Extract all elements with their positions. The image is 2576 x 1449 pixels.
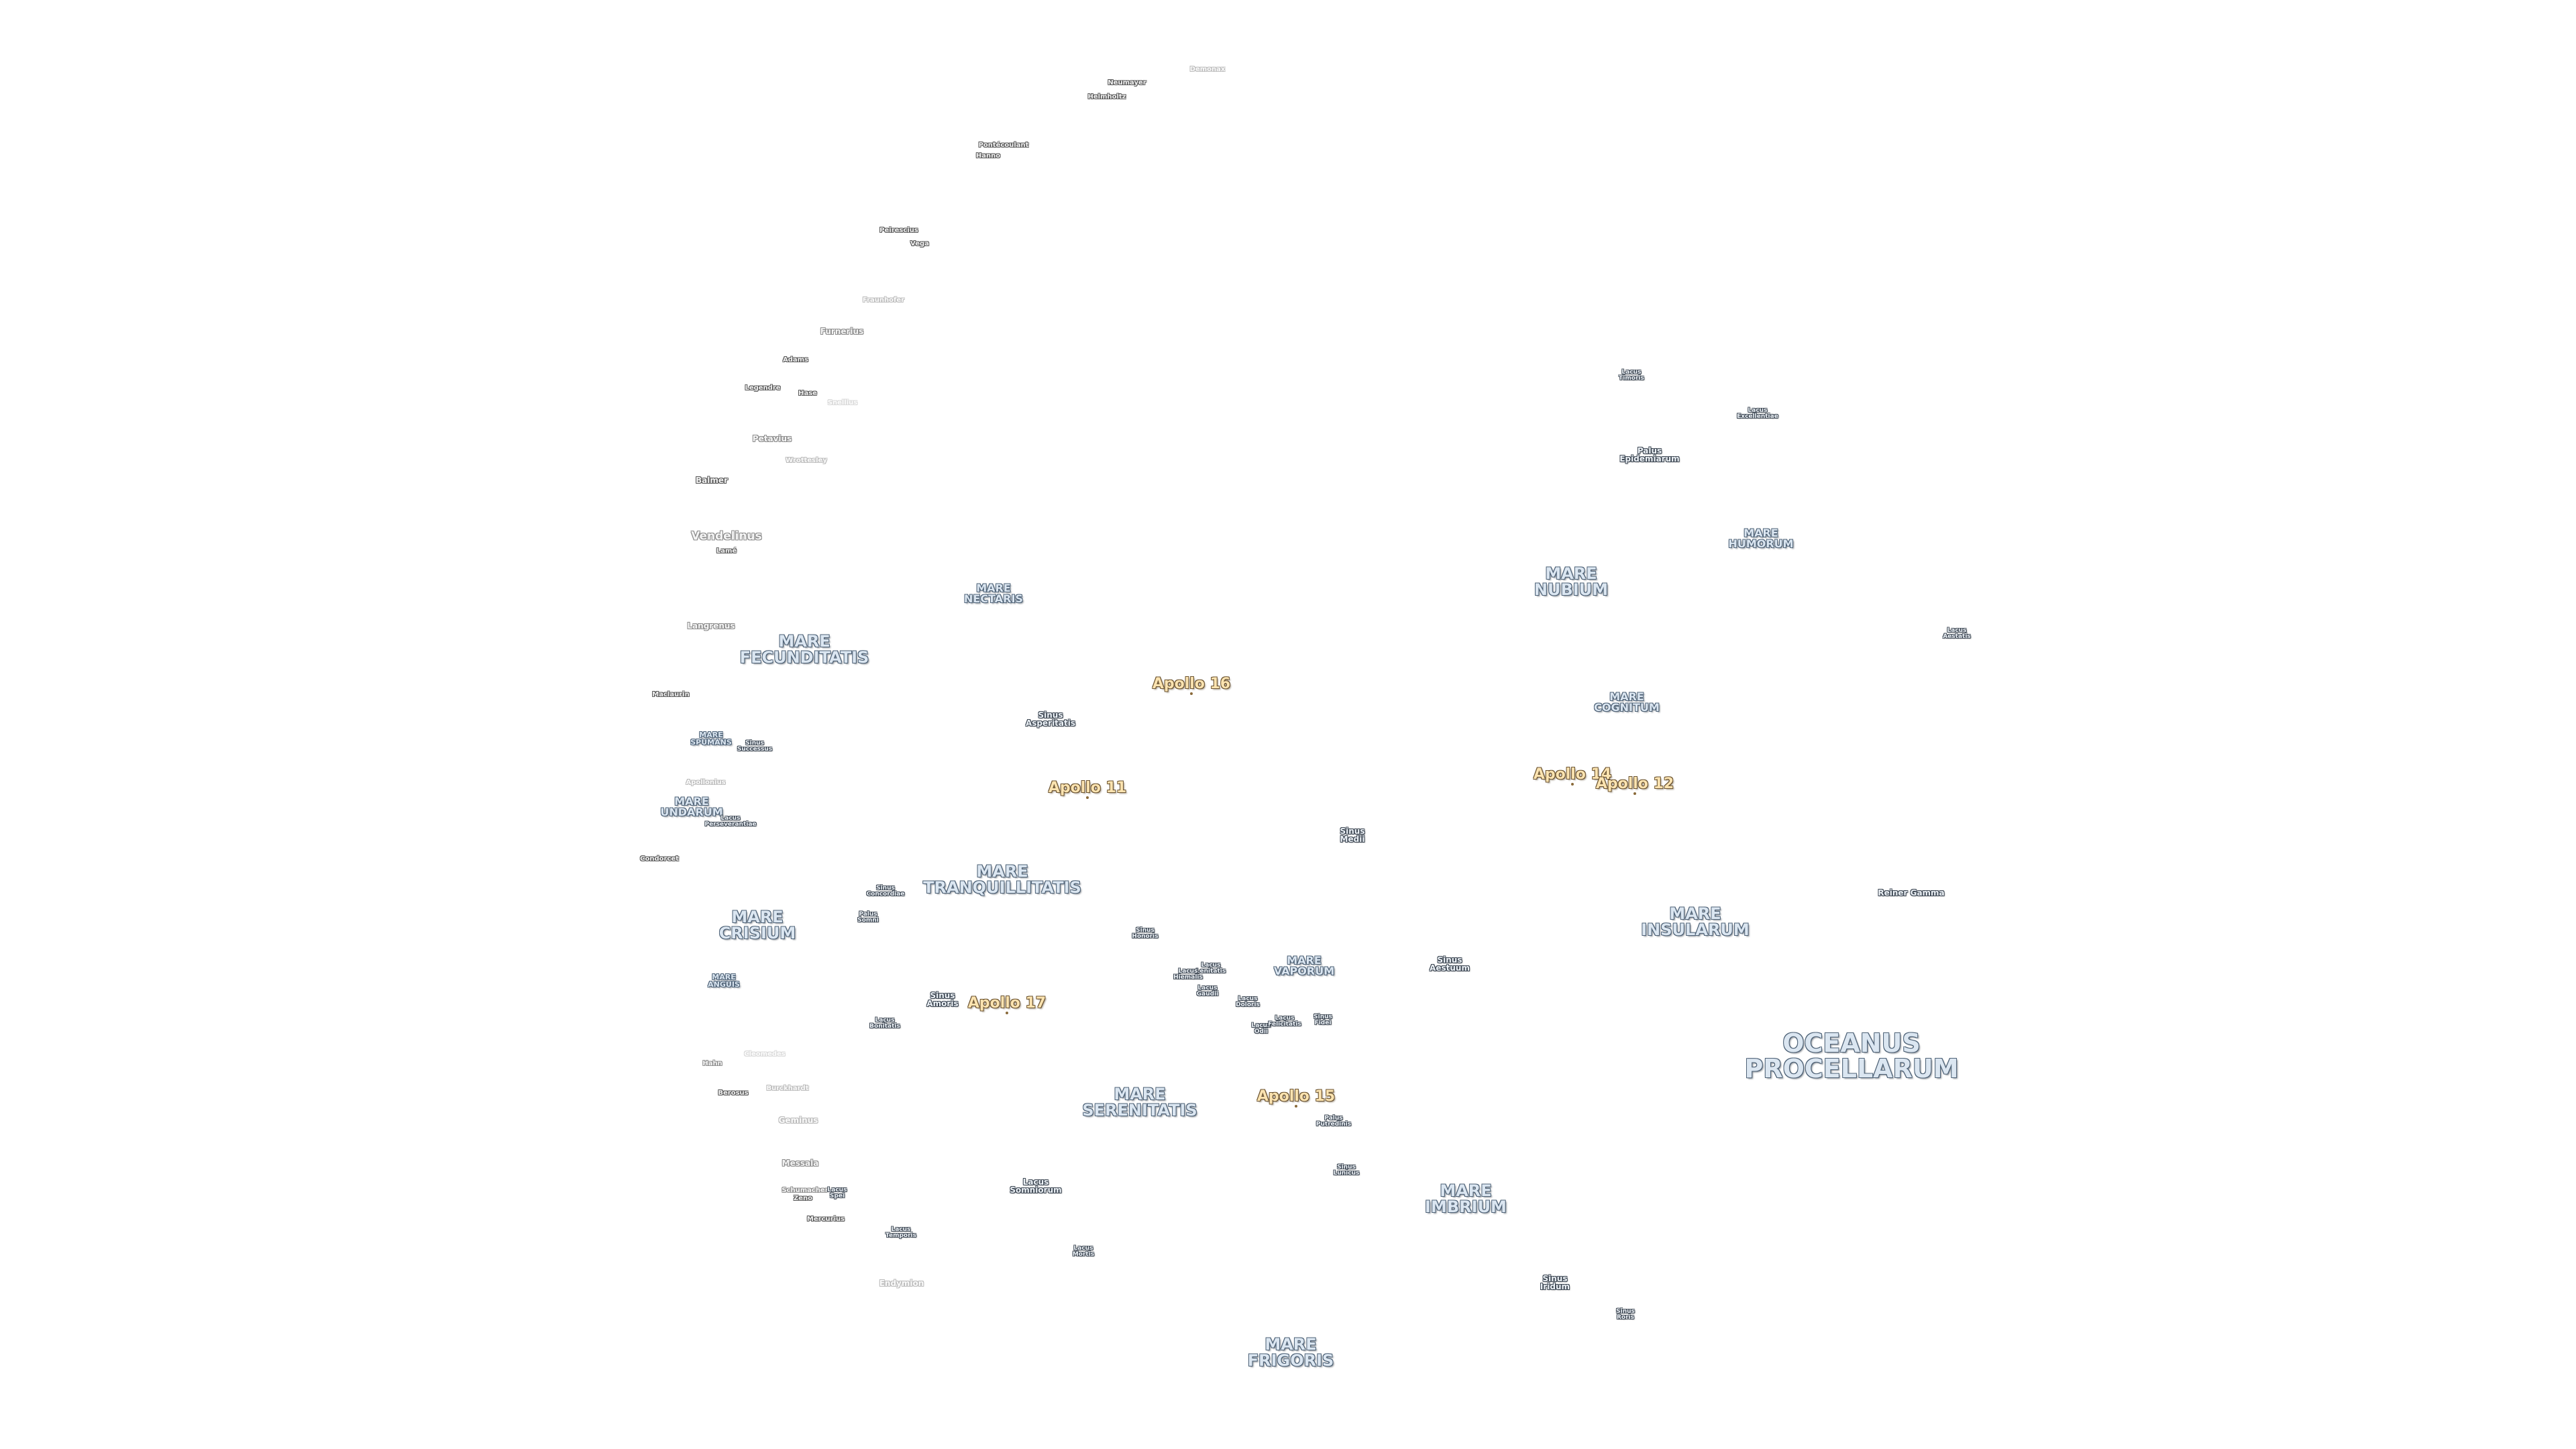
crater-langrenus: Langrenus <box>687 621 735 631</box>
crater-vendelinus: Vendelinus <box>691 529 762 543</box>
crater-messala: Messala <box>782 1159 819 1168</box>
crater-maclaurin: Maclaurin <box>652 691 690 698</box>
apollo-15-label: Apollo 15 <box>1256 1088 1336 1105</box>
crater-hahn: Hahn <box>702 1060 722 1067</box>
crater-zeno: Zeno <box>793 1195 813 1202</box>
crater-peirescius: Peirescius <box>879 227 918 234</box>
apollo-16-label: Apollo 16 <box>1152 676 1231 692</box>
reiner-gamma: Reiner Gamma <box>1878 888 1945 898</box>
apollo-11-marker <box>1086 796 1089 799</box>
crater-endymion: Endymion <box>879 1279 924 1288</box>
crater-neumayer: Neumayer <box>1108 79 1146 87</box>
crater-condorcet: Condorcet <box>640 855 679 863</box>
apollo-14-marker <box>1571 783 1574 786</box>
crater-snellius: Snellius <box>827 399 858 407</box>
apollo-16-marker <box>1190 692 1193 695</box>
apollo-15-marker <box>1295 1105 1297 1108</box>
crater-cleomedes: Cleomedes <box>744 1051 786 1058</box>
apollo-11-label: Apollo 11 <box>1048 780 1127 796</box>
apollo-17-label: Apollo 17 <box>967 995 1046 1012</box>
crater-petavius: Petavius <box>752 434 792 443</box>
apollo-17-marker <box>1006 1012 1008 1014</box>
crater-schumacher: Schumacher <box>782 1187 828 1194</box>
apollo-12-marker <box>1633 792 1636 795</box>
crater-berosus: Berosus <box>718 1089 749 1097</box>
crater-hase: Hase <box>798 390 817 397</box>
crater-adams: Adams <box>782 356 809 364</box>
crater-lame: Lamé <box>716 547 737 555</box>
crater-mercurius: Mercurius <box>806 1216 845 1223</box>
crater-pontecoulant: Pontécoulant <box>978 142 1029 149</box>
crater-burckhardt: Burckhardt <box>766 1085 809 1092</box>
crater-furnerius: Furnerius <box>820 327 864 336</box>
crater-geminus: Geminus <box>778 1116 818 1125</box>
crater-vega: Vega <box>910 240 929 248</box>
crater-balmer: Balmer <box>696 476 728 485</box>
crater-demonax: Demonax <box>1189 66 1226 73</box>
crater-fraunhofer: Fraunhofer <box>862 297 905 304</box>
crater-wrottesley: Wrottesley <box>786 457 827 464</box>
crater-apollonius: Apollonius <box>686 779 726 786</box>
crater-helmholtz: Helmholtz <box>1087 93 1126 101</box>
apollo-12-label: Apollo 12 <box>1595 775 1674 792</box>
apollo-14-label: Apollo 14 <box>1533 766 1612 783</box>
crater-hanno: Hanno <box>975 152 1001 160</box>
crater-legendre: Legendre <box>745 384 781 392</box>
